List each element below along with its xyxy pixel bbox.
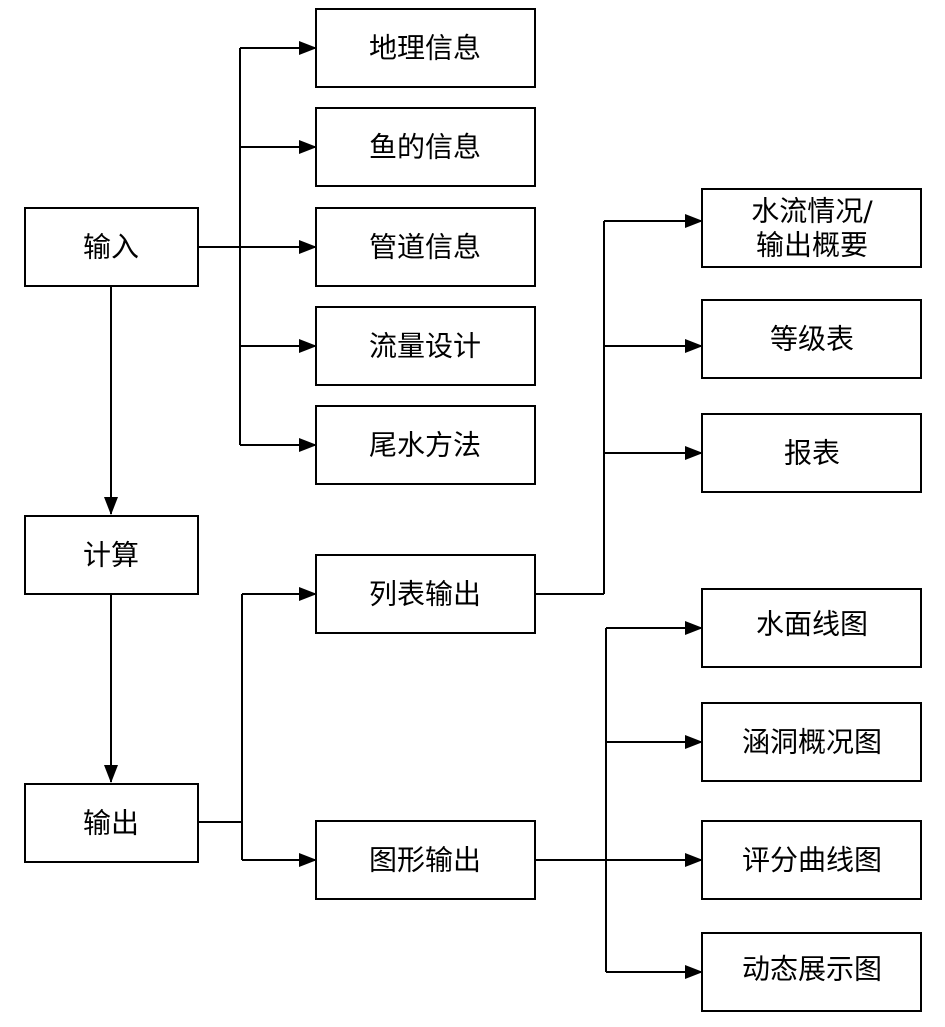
- node-score-curve-chart-label: 评分曲线图: [742, 844, 882, 877]
- node-grade-table: 等级表: [701, 299, 922, 379]
- node-graphic-output-label: 图形输出: [369, 844, 481, 877]
- node-output: 输出: [24, 783, 199, 863]
- node-geo-info-label: 地理信息: [369, 32, 481, 65]
- node-culvert-overview-chart: 涵洞概况图: [701, 702, 922, 782]
- node-flow-status-label-line1: 水流情况/: [751, 195, 873, 228]
- node-dynamic-display-chart-label: 动态展示图: [742, 953, 882, 986]
- node-input-label: 输入: [83, 231, 139, 264]
- node-compute: 计算: [24, 515, 199, 595]
- node-pipe-info-label: 管道信息: [369, 231, 481, 264]
- node-water-surface-chart: 水面线图: [701, 588, 922, 668]
- node-water-surface-chart-label: 水面线图: [756, 608, 868, 641]
- node-output-label: 输出: [83, 807, 139, 840]
- node-input: 输入: [24, 207, 199, 287]
- node-table-output-label: 列表输出: [369, 578, 481, 611]
- node-culvert-overview-chart-label: 涵洞概况图: [742, 726, 882, 759]
- node-flow-design: 流量设计: [315, 306, 536, 386]
- node-tailwater-method-label: 尾水方法: [369, 429, 481, 462]
- node-geo-info: 地理信息: [315, 8, 536, 88]
- node-tailwater-method: 尾水方法: [315, 405, 536, 485]
- node-flow-status: 水流情况/ 输出概要: [701, 188, 922, 268]
- node-report-label: 报表: [784, 437, 840, 470]
- node-fish-info: 鱼的信息: [315, 107, 536, 187]
- node-graphic-output: 图形输出: [315, 820, 536, 900]
- node-fish-info-label: 鱼的信息: [369, 131, 481, 164]
- node-flow-status-label-line2: 输出概要: [756, 229, 868, 262]
- node-score-curve-chart: 评分曲线图: [701, 820, 922, 900]
- node-compute-label: 计算: [83, 539, 139, 572]
- node-grade-table-label: 等级表: [770, 323, 854, 356]
- node-report: 报表: [701, 413, 922, 493]
- node-table-output: 列表输出: [315, 554, 536, 634]
- node-pipe-info: 管道信息: [315, 207, 536, 287]
- node-flow-design-label: 流量设计: [369, 330, 481, 363]
- node-dynamic-display-chart: 动态展示图: [701, 932, 922, 1012]
